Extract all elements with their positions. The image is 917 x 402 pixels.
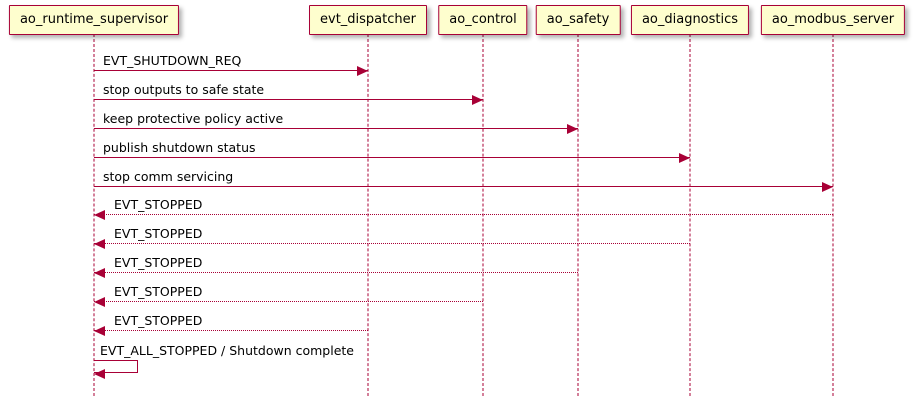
arrow-head-left — [94, 210, 105, 220]
message-line — [94, 128, 578, 129]
message-label: EVT_SHUTDOWN_REQ — [103, 53, 242, 68]
message-line — [94, 99, 483, 100]
participant-evt_dispatcher[interactable]: evt_dispatcher — [309, 5, 427, 35]
arrow-head-left — [94, 369, 105, 379]
participant-ao_safety[interactable]: ao_safety — [535, 5, 621, 35]
message-label: stop outputs to safe state — [103, 82, 265, 97]
lifeline-evt_dispatcher — [367, 34, 369, 396]
lifeline-ao_control — [482, 34, 484, 396]
message-line — [94, 243, 690, 244]
message-line — [94, 186, 833, 187]
message-label: EVT_STOPPED — [114, 197, 203, 212]
message-label: stop comm servicing — [103, 169, 234, 184]
message-label: EVT_STOPPED — [114, 226, 203, 241]
arrow-head-right — [822, 182, 833, 192]
lifeline-ao_modbus_server — [832, 34, 834, 396]
arrow-head-left — [94, 268, 105, 278]
message-label: publish shutdown status — [103, 140, 256, 155]
arrow-head-right — [357, 66, 368, 76]
message-line — [94, 70, 368, 71]
lifeline-ao_safety — [577, 34, 579, 396]
message-line — [94, 214, 833, 215]
self-message-label: EVT_ALL_STOPPED / Shutdown complete — [100, 343, 354, 358]
message-label: EVT_STOPPED — [114, 255, 203, 270]
lifeline-ao_diagnostics — [689, 34, 691, 396]
message-line — [94, 330, 368, 331]
participant-ao_modbus_server[interactable]: ao_modbus_server — [760, 5, 906, 35]
arrow-head-left — [94, 326, 105, 336]
message-line — [94, 301, 483, 302]
arrow-head-right — [567, 124, 578, 134]
message-label: keep protective policy active — [103, 111, 284, 126]
arrow-head-left — [94, 239, 105, 249]
message-label: EVT_STOPPED — [114, 284, 203, 299]
participant-ao_runtime_supervisor[interactable]: ao_runtime_supervisor — [8, 5, 180, 35]
arrow-head-right — [679, 153, 690, 163]
arrow-head-left — [94, 297, 105, 307]
arrow-head-right — [472, 95, 483, 105]
message-line — [94, 272, 578, 273]
message-label: EVT_STOPPED — [114, 313, 203, 328]
self-message-loop — [94, 360, 138, 373]
message-line — [94, 157, 690, 158]
participant-ao_control[interactable]: ao_control — [438, 5, 528, 35]
participant-ao_diagnostics[interactable]: ao_diagnostics — [630, 5, 750, 35]
